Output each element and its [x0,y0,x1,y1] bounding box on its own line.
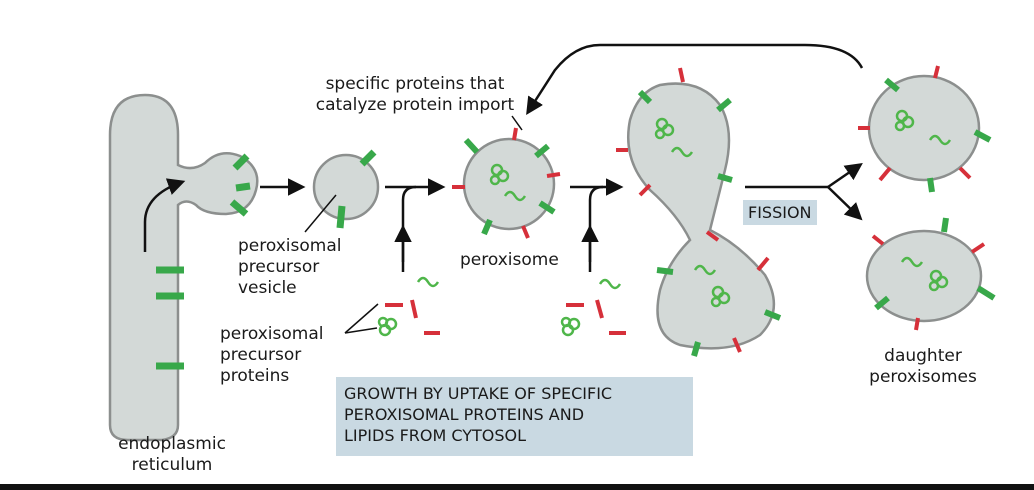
er-membrane-proteins [156,153,251,370]
red-protein [756,256,770,272]
red-protein [933,65,940,79]
vesicle-pointer-line [304,194,337,233]
fission-box: FISSION [743,200,817,225]
import-protein [763,309,782,321]
label-endoplasmic-reticulum: endoplasmic reticulum [118,434,226,475]
red-protein [871,234,885,246]
import-protein [538,200,556,215]
red-protein [705,230,720,242]
peroxisome-matrix-proteins [489,163,527,202]
uptake-arrow-1 [401,185,417,272]
growing-matrix-proteins [654,117,731,308]
label-import-proteins: specific proteins that catalyze protein … [315,74,515,115]
precursor-pointer-1 [344,303,379,334]
fission-arrow-up [827,163,863,189]
recycle-arrow [526,43,864,115]
uptake-arrow-2 [588,185,604,272]
import-protein [874,295,890,311]
growth-caption-box: GROWTH BY UPTAKE OF SPECIFIC PEROXISOMAL… [336,377,693,456]
er-budding-arrow [143,178,186,252]
precursor-pointer-2 [344,327,378,334]
red-protein [638,183,652,197]
red-protein [970,242,986,254]
import-protein [637,89,653,105]
import-protein [656,267,674,275]
red-protein [512,127,518,141]
import-protein [717,173,733,183]
red-protein [732,337,742,353]
precursor-proteins-group-2 [560,278,626,337]
endoplasmic-reticulum [108,93,259,442]
import-protein [534,143,550,159]
import-protein [716,97,732,113]
vesicle-protein [359,149,377,167]
label-daughter-peroxisomes: daughter peroxisomes [869,346,977,387]
red-protein [958,166,972,180]
import-protein [973,129,992,143]
red-protein [914,317,920,331]
import-protein [976,285,996,301]
import-protein [481,218,493,236]
label-peroxisome: peroxisome [460,250,559,270]
red-protein [546,172,561,178]
fission-arrow-down [827,186,863,221]
label-precursor-vesicle: peroxisomal precursor vesicle [238,236,342,298]
import-protein [463,137,480,155]
red-protein [521,225,530,239]
import-protein [884,77,900,93]
import-protein [941,217,949,233]
daughter-peroxisome-bottom [865,229,983,323]
import-label-pointer [511,115,523,131]
import-protein [691,341,701,357]
precursor-proteins-group-1 [377,276,440,337]
red-protein [878,166,892,182]
label-precursor-proteins: peroxisomal precursor proteins [220,324,324,386]
daughter-peroxisome-top [867,74,981,182]
vesicle-protein [336,205,346,229]
import-protein [927,177,935,193]
daughter-bottom-matrix-proteins [900,256,949,292]
bottom-bar [0,484,1034,490]
peroxisome [462,137,556,231]
red-protein [678,67,685,83]
daughter-top-matrix-proteins [894,109,952,146]
